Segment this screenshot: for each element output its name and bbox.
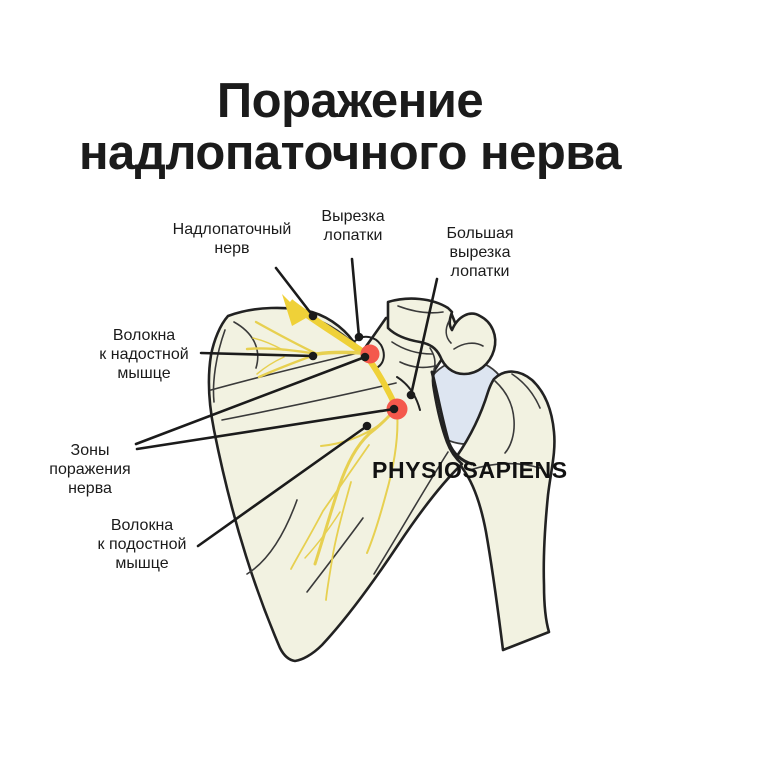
label-suprascapular-nerve: Надлопаточный нерв [172,221,292,257]
leader-dot [406,390,416,400]
label-fibers-infraspinatus: Волокна к подостной мышце [97,517,187,572]
label-fibers-supraspinatus: Волокна к надостной мышце [99,327,189,382]
acromion-shape [386,297,497,376]
leader-dot [354,332,364,342]
label-nerve-lesion-zones: Зоны поражения нерва [49,442,131,497]
page-title: Поражение надлопаточного нерва [78,74,622,180]
nerve-cut-end [282,294,306,326]
humerus-shape [455,370,556,652]
leader-lines [134,257,439,548]
leader-dot [308,311,318,321]
leader-suprascapular-nerve [274,266,315,318]
leader-dot [308,351,318,361]
leader-fibers-infraspinatus [196,424,369,548]
leader-lesion-zone-1 [134,355,367,446]
leader-fibers-supraspinatus [199,351,315,358]
leader-dot [360,352,370,362]
watermark-physiosapiens: PHYSIOSAPIENS [372,457,568,483]
label-great-scapular-notch: Большая вырезка лопатки [446,225,514,280]
leader-great-scapular-notch [409,277,439,397]
leader-dot [362,421,372,431]
leader-lesion-zone-2 [135,407,396,451]
leader-scapular-notch [350,257,361,339]
suprascapular-nerve-path [245,294,399,601]
label-scapular-notch: Вырезка лопатки [321,208,385,244]
leader-dot [389,404,399,414]
